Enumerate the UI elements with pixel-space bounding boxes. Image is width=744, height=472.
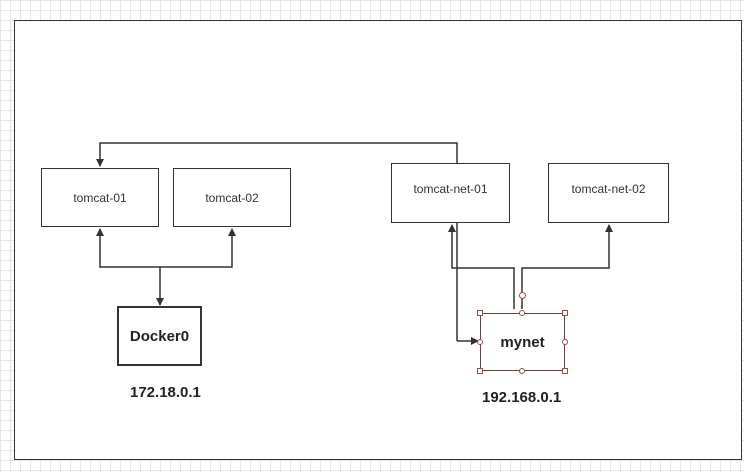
tomcat-02-node[interactable]: tomcat-02 [173, 168, 291, 227]
tomcat-net-01-node[interactable]: tomcat-net-01 [391, 163, 510, 223]
tomcat-01-label: tomcat-01 [73, 190, 127, 205]
tomcat-net-02-node[interactable]: tomcat-net-02 [548, 163, 669, 223]
resize-handle-top-left[interactable] [477, 310, 483, 316]
edge-mynet-to-tomcat-net02 [521, 224, 613, 309]
mynet-label: mynet [500, 333, 545, 351]
tomcat-01-node[interactable]: tomcat-01 [41, 168, 159, 227]
connection-point-left[interactable] [477, 339, 483, 345]
edge-mynet-to-tomcat01 [96, 142, 458, 341]
resize-handle-bottom-right[interactable] [562, 368, 568, 374]
tomcat-02-label: tomcat-02 [205, 190, 259, 205]
tomcat-net-01-label: tomcat-net-01 [413, 182, 488, 196]
edge-waypoint-handle[interactable] [519, 292, 526, 299]
edge-mynet-to-tomcat-net01 [448, 224, 515, 309]
docker0-node[interactable]: Docker0 [117, 306, 202, 366]
mynet-ip-label: 192.168.0.1 [482, 389, 562, 406]
diagram-canvas [14, 20, 742, 460]
docker0-ip-label: 172.18.0.1 [130, 384, 201, 401]
resize-handle-bottom-left[interactable] [477, 368, 483, 374]
tomcat-net-02-label: tomcat-net-02 [571, 182, 646, 196]
docker0-label: Docker0 [129, 327, 190, 345]
edge-docker0-to-tomcat02 [160, 228, 236, 268]
connection-point-top[interactable] [519, 310, 525, 316]
connection-point-right[interactable] [562, 339, 568, 345]
mynet-node[interactable]: mynet [480, 313, 565, 371]
connection-point-bottom[interactable] [519, 368, 525, 374]
resize-handle-top-right[interactable] [562, 310, 568, 316]
edge-docker0-to-tomcat01 [96, 228, 160, 268]
